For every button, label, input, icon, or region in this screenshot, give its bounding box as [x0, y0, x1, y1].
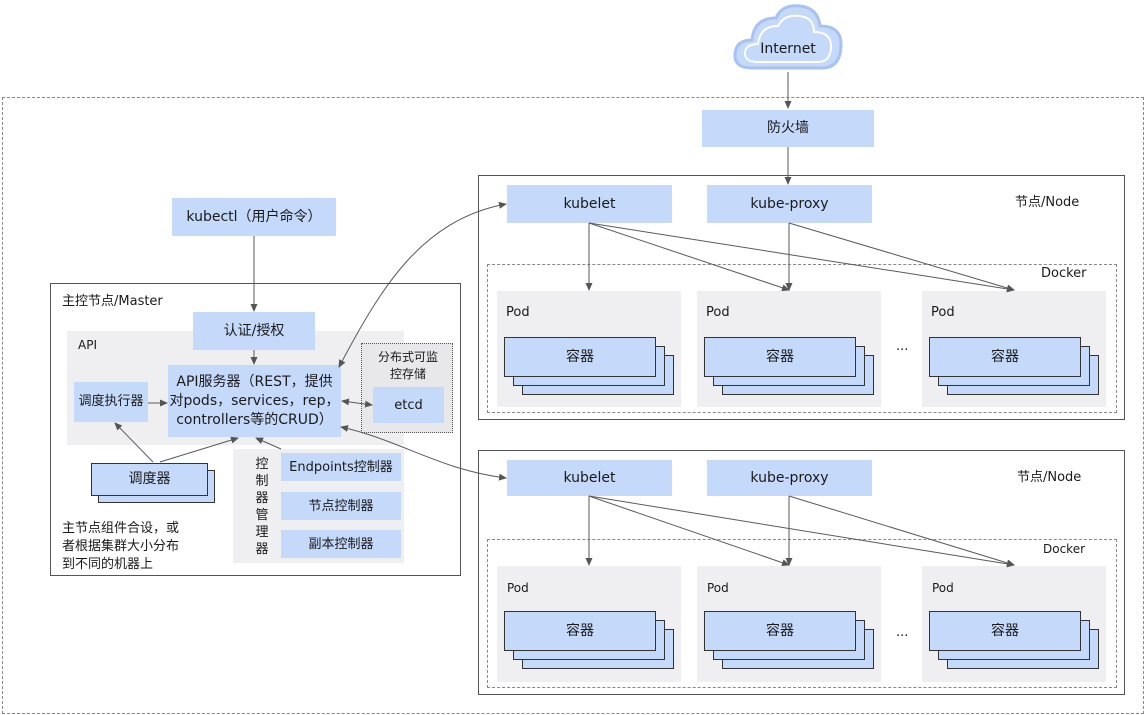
container-box: 容器 [504, 611, 656, 651]
cm-char: 制 [255, 474, 269, 489]
node-title: 节点/Node [1017, 470, 1082, 485]
edge-scheduler-api [159, 436, 239, 463]
kubectl-box: kubectl（用户命令） [172, 198, 336, 236]
cm-char: 控 [255, 457, 269, 472]
cm-char: 管 [255, 508, 269, 523]
api-server-line-2: 对pods，services，rep， [169, 392, 340, 409]
controller-manager-title: 控 制 器 管 理 器 [252, 456, 272, 558]
pod-label: Pod [931, 305, 955, 320]
pod-label: Pod [506, 305, 530, 320]
cloud-icon [733, 4, 843, 70]
edge-kubelet-pod [588, 495, 790, 567]
container-box: 容器 [929, 337, 1081, 377]
node-controller-label: 节点控制器 [308, 498, 374, 514]
pod-label: Pod [706, 305, 730, 320]
kubectl-label: kubectl（用户命令） [186, 208, 322, 225]
kubelet-box: kubelet [507, 185, 672, 223]
edge-api-kubelet-2 [340, 425, 507, 481]
scheduler-label: 调度器 [128, 471, 171, 487]
edge-kubelet-pod [588, 222, 790, 292]
container-label: 容器 [766, 348, 794, 365]
sched-exec-box: 调度执行器 [74, 382, 148, 422]
container-box: 容器 [504, 337, 656, 377]
etcd-box: etcd [373, 387, 444, 423]
edge-proxy-pod [788, 222, 1015, 292]
kubelet-label: kubelet [563, 195, 616, 212]
pod-label: Pod [507, 581, 529, 595]
kube-proxy-box: kube-proxy [707, 185, 872, 223]
api-server-line-3: controllers等的CRUD） [176, 411, 333, 428]
kube-proxy-label: kube-proxy [750, 195, 829, 212]
edge-kubelet-pod [588, 495, 1015, 568]
docker-label: Docker [1041, 266, 1087, 281]
cm-char: 器 [255, 491, 269, 506]
container-label: 容器 [991, 622, 1019, 639]
ellipsis: ... [896, 339, 909, 354]
edge-api-etcd [341, 398, 373, 408]
container-label: 容器 [566, 348, 594, 365]
master-title: 主控节点/Master [62, 294, 163, 309]
kubelet-label: kubelet [563, 469, 616, 486]
container-box: 容器 [929, 611, 1081, 651]
replica-controller-box: 副本控制器 [281, 530, 401, 558]
firewall-label: 防火墙 [767, 120, 809, 136]
container-label: 容器 [766, 622, 794, 639]
docker-label: Docker [1043, 542, 1086, 556]
note-line: 者根据集群大小分布 [62, 539, 180, 554]
kube-proxy-label: kube-proxy [750, 469, 829, 486]
docker-area [487, 539, 1117, 688]
note-line: 到不同的机器上 [62, 557, 154, 572]
note-line: 主节点组件合设，或 [62, 521, 180, 536]
auth-label: 认证/授权 [223, 322, 285, 339]
api-server-box: API服务器（REST，提供 对pods，services，rep， contr… [168, 365, 341, 437]
internet-label: Internet [760, 41, 816, 57]
edge-api-kubelet-1 [338, 201, 507, 368]
kube-proxy-box: kube-proxy [707, 460, 872, 496]
edge-scheduler-schedexec [114, 422, 154, 463]
api-server-line-1: API服务器（REST，提供 [176, 373, 333, 390]
container-label: 容器 [991, 348, 1019, 365]
cm-char: 理 [255, 525, 269, 540]
cluster-boundary [2, 97, 1144, 714]
firewall-box: 防火墙 [702, 110, 874, 147]
edge-controllers-api [255, 437, 282, 450]
edge-proxy-pod [788, 495, 1015, 567]
api-label: API [78, 338, 97, 352]
container-label: 容器 [566, 622, 594, 639]
replica-controller-label: 副本控制器 [308, 536, 374, 552]
scheduler-box: 调度器 [91, 463, 208, 496]
cm-char: 器 [255, 542, 269, 557]
etcd-label: etcd [394, 397, 423, 413]
node-title: 节点/Node [1015, 195, 1080, 210]
master-note: 主节点组件合设，或 者根据集群大小分布 到不同的机器上 [62, 520, 179, 574]
edge-kubelet-pod [588, 222, 1015, 293]
container-box: 容器 [704, 611, 856, 651]
node-controller-box: 节点控制器 [281, 492, 401, 520]
pod-label: Pod [932, 581, 954, 595]
auth-box: 认证/授权 [193, 312, 315, 350]
pod-label: Pod [707, 581, 729, 595]
sched-exec-label: 调度执行器 [78, 394, 144, 409]
ellipsis: ... [896, 625, 909, 640]
kubelet-box: kubelet [507, 460, 672, 496]
container-box: 容器 [704, 337, 856, 377]
